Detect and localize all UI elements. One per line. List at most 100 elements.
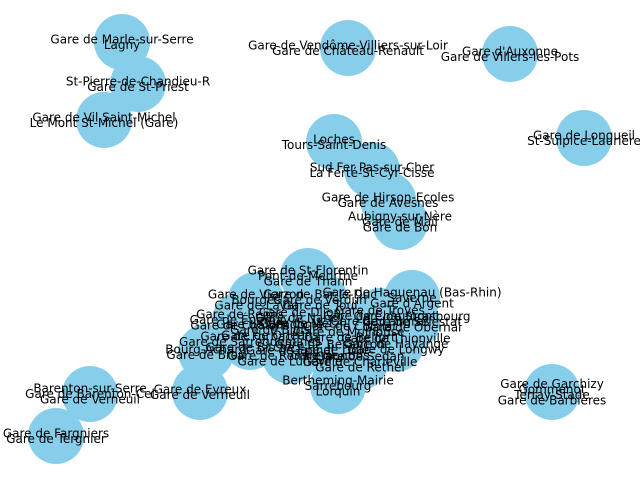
node-label: Gare de Brou — [166, 348, 245, 362]
graph-node — [28, 408, 84, 464]
node-label: Gare de Nancy — [256, 311, 345, 325]
node-label: Loches — [313, 132, 355, 146]
node-label: Gare de Fargniers — [3, 426, 109, 440]
node-label: Gare de Orléans — [221, 329, 319, 343]
node-label: Gare de Verneuil — [150, 388, 250, 402]
node-label: Terray-Stade — [513, 388, 590, 402]
node-label: Gare de Strasbourg — [353, 310, 470, 324]
node-label: Gare de Hayange — [344, 337, 449, 351]
node-circle — [556, 110, 612, 166]
graph-node — [368, 316, 424, 372]
node-label: Gare de Reims — [196, 308, 284, 322]
node-label: Gare de Garchizy — [500, 377, 604, 391]
node-circle — [524, 364, 580, 420]
node-label: Gare de Vendôme — [216, 318, 324, 332]
node-label: La Ferté-St-Cyr-Cisse — [309, 166, 434, 180]
node-label: Gare de Sarreguemines — [179, 335, 321, 349]
node-label: Gare de St-Florentin — [248, 264, 369, 278]
node-label: Gare de Besançon — [275, 338, 385, 352]
node-circle — [62, 366, 118, 422]
node-label: Gare de Forbach — [200, 330, 299, 344]
node-label: Gare de Belfort — [304, 331, 396, 345]
graph-node — [482, 26, 538, 82]
node-label: Gare de Toul — [283, 299, 358, 313]
node-label: Gare de Château-Renault — [272, 44, 424, 58]
graph-node — [556, 110, 612, 166]
node-label: Gare de Thann — [264, 275, 353, 289]
node-label: St-Sulpice-Laurière — [527, 134, 640, 148]
graph-node — [94, 14, 150, 70]
node-label: Gare de Rethel — [315, 361, 405, 375]
node-label: Bertheming-Mairie — [282, 374, 394, 388]
node-label: Gare de Hirson-Ecoles — [322, 190, 455, 204]
node-label: Gare de Charleville — [303, 355, 418, 369]
node-label: Gare de Longwy — [347, 343, 444, 357]
node-label: Gare d'Auxonne — [462, 44, 558, 58]
node-label: Gare de Vil Saint-Michel — [32, 110, 175, 124]
node-label: Gare de Dijon — [259, 306, 341, 320]
node-label: Gare de Obernai — [363, 321, 462, 335]
node-label: Sud Fer Pas-sur-Cher — [310, 160, 434, 174]
node-label: Tours-Saint-Denis — [281, 138, 387, 152]
node-label: Gare de Avesnes — [338, 196, 439, 210]
node-label: Gare d'Argent — [370, 297, 454, 311]
node-circle — [110, 56, 166, 112]
node-label: Gare de Thionville — [341, 332, 450, 346]
node-label: Gare de Tergnier — [6, 432, 106, 446]
graph-node — [76, 92, 132, 148]
node-label: Gare de Verneuil — [40, 393, 140, 407]
node-label: Gare de Marle-sur-Serre — [50, 32, 193, 46]
node-circle — [28, 408, 84, 464]
node-label: Gare de Troyes — [335, 304, 425, 318]
node-label: Gare de Haguenau (Bas-Rhin) — [322, 286, 501, 300]
graph-node — [62, 366, 118, 422]
node-label: Gare de Sélestat — [362, 315, 462, 329]
node-label: Le Mont St-Michel (Gare) — [30, 116, 179, 130]
node-circle — [482, 26, 538, 82]
node-circle — [372, 194, 428, 250]
node-label: Lorquin — [316, 385, 361, 399]
node-label: Gare de Épernay — [190, 312, 291, 327]
node-label: Barenton-sur-Serre — [33, 382, 146, 396]
node-label: Aubigny-sur-Nère — [348, 210, 452, 224]
node-label: Gare de Dole — [291, 343, 370, 357]
node-circle — [368, 316, 424, 372]
node-circle — [94, 14, 150, 70]
node-label: Gare de Chaumont — [323, 309, 437, 323]
node-label: Gare de Épinal — [246, 343, 334, 358]
node-label: Gare de St-Priest — [87, 80, 189, 94]
node-label: Gare de Remiremont — [228, 349, 353, 363]
node-label: Gare de Bon — [363, 221, 438, 235]
node-label: Gare de Verdun — [273, 293, 367, 307]
graph-node — [320, 20, 376, 76]
node-circle — [320, 20, 376, 76]
node-circle — [76, 92, 132, 148]
node-label: Gare de Laval — [214, 299, 297, 313]
node-label: Gare de Bitche — [205, 341, 294, 355]
node-label: Gare de Blois — [230, 323, 310, 337]
node-circle — [292, 272, 348, 328]
node-label: Gare de Colmar — [303, 320, 397, 334]
node-label: Gare de Barenton-Cel — [25, 387, 155, 401]
node-label: Pont-de-Meurthe — [258, 269, 358, 283]
node-label: Gare de Barbières — [498, 393, 607, 407]
node-label: Saverne — [387, 291, 436, 305]
node-label: Gare de Metz — [260, 317, 340, 331]
node-label: Gare de Langres — [331, 315, 430, 329]
node-label: Lagny — [104, 38, 140, 52]
node-label: Gare de Bar-le-Duc — [263, 288, 377, 302]
node-circle — [222, 314, 278, 370]
graph-node — [524, 364, 580, 420]
node-label: Gare de Lons — [290, 349, 369, 363]
graph-node — [292, 272, 348, 328]
node-label: Gommenot — [518, 382, 585, 396]
node-label: Gare de Villers-les-Pots — [441, 50, 580, 64]
graph-node — [372, 194, 428, 250]
graph-node — [222, 314, 278, 370]
node-label: Gare de Châlons — [190, 319, 289, 333]
node-label: Gare de Lunéville — [238, 355, 343, 369]
node-label: Gare de Sedan — [316, 350, 405, 364]
node-label: Gare de Mail — [362, 215, 438, 229]
node-label: Gare de Vendôme-Villiers-sur-Loir — [248, 38, 448, 52]
